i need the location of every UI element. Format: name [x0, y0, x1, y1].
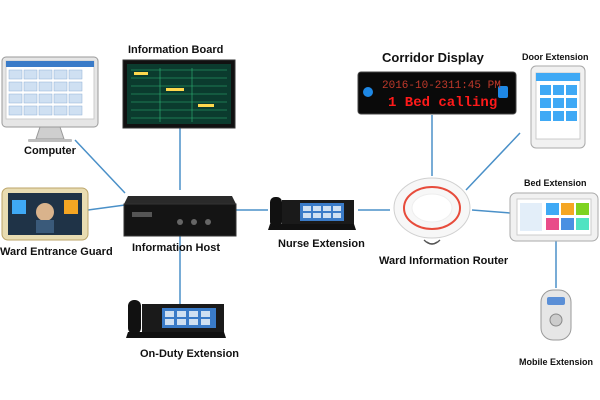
label-information-host: Information Host — [132, 242, 220, 254]
label-on-duty-extension: On-Duty Extension — [140, 348, 240, 360]
corridor-date: 2016-10-23 — [382, 80, 448, 92]
mobile-extension-device — [540, 289, 572, 341]
line-entrance-host — [87, 204, 126, 211]
corridor-display-device: 2016-10-23 11:45 PM 1 Bed calling — [357, 71, 517, 115]
corridor-message: 1 Bed calling — [388, 95, 497, 111]
bed-extension-device — [509, 192, 599, 242]
door-extension-device — [530, 65, 586, 149]
information-board-device — [122, 59, 236, 129]
call-icon — [498, 86, 508, 98]
ward-information-router-device — [393, 177, 471, 245]
nurse-extension-device — [268, 197, 356, 230]
label-bed-extension: Bed Extension — [524, 178, 587, 188]
on-duty-extension-device — [126, 300, 226, 338]
label-mobile-extension: Mobile Extension — [519, 357, 594, 367]
router-status-ring-icon — [403, 186, 461, 230]
label-ward-entrance-guard: Ward Entrance Guard — [0, 246, 113, 258]
line-computer-host — [74, 139, 126, 194]
label-nurse-extension: Nurse Extension — [278, 238, 365, 250]
connector-lines — [74, 115, 557, 305]
computer-device — [1, 56, 99, 142]
wifi-icon — [423, 239, 441, 245]
ward-entrance-guard-device — [1, 187, 89, 241]
label-information-board: Information Board — [128, 44, 224, 56]
corridor-time: 11:45 PM — [448, 80, 501, 92]
brand-logo-icon — [363, 87, 373, 97]
label-door-extension: Door Extension — [522, 52, 589, 62]
handset-icon — [128, 300, 141, 334]
information-host-device — [123, 196, 237, 237]
label-ward-information-router: Ward Information Router — [379, 255, 509, 267]
label-corridor-display: Corridor Display — [382, 50, 484, 65]
label-computer: Computer — [24, 145, 76, 157]
line-bed-router — [471, 209, 511, 214]
handset-icon — [270, 197, 282, 227]
line-door-router — [465, 132, 521, 191]
